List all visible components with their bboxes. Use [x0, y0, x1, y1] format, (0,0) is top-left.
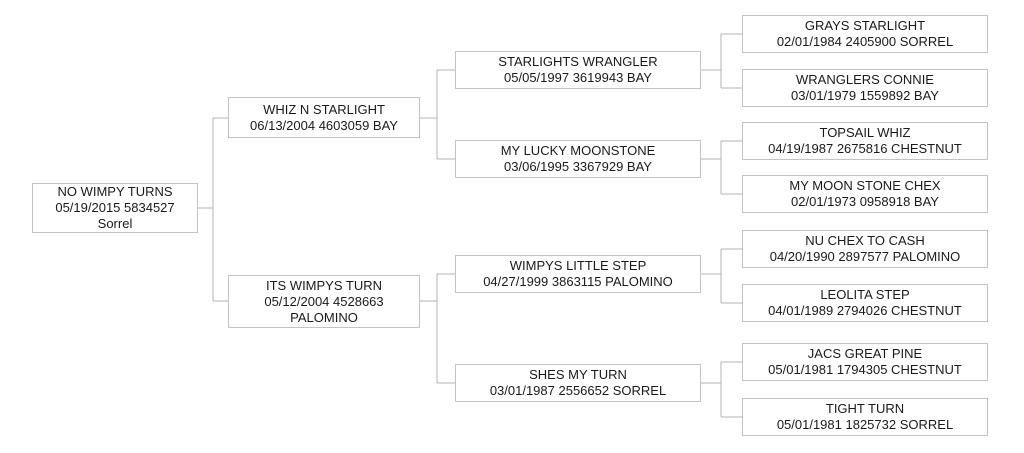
connector-ds-to-greats — [701, 248, 742, 304]
horse-name: ITS WIMPYS TURN — [265, 277, 383, 293]
pedigree-node-dam-dam-sire: JACS GREAT PINE 05/01/1981 1794305 CHEST… — [742, 343, 988, 381]
horse-color: Sorrel — [97, 216, 133, 231]
pedigree-node-sire: WHIZ N STARLIGHT 06/13/2004 4603059 BAY — [228, 97, 420, 138]
connector-sd-to-greats — [701, 140, 742, 195]
horse-name: WHIZ N STARLIGHT — [263, 101, 385, 117]
horse-details: 03/06/1995 3367929 BAY — [504, 159, 652, 174]
horse-details: 05/01/1981 1825732 SORREL — [776, 417, 954, 432]
pedigree-node-dam: ITS WIMPYS TURN 05/12/2004 4528663 PALOM… — [228, 275, 420, 328]
horse-name: WRANGLERS CONNIE — [796, 72, 934, 87]
pedigree-node-sire-sire-sire: GRAYS STARLIGHT 02/01/1984 2405900 SORRE… — [742, 15, 988, 53]
horse-name: MY LUCKY MOONSTONE — [500, 143, 656, 158]
horse-name: GRAYS STARLIGHT — [804, 18, 926, 33]
horse-name: NO WIMPY TURNS — [57, 184, 173, 199]
horse-details: 04/27/1999 3863115 PALOMINO — [483, 274, 673, 289]
pedigree-node-dam-sire: WIMPYS LITTLE STEP 04/27/1999 3863115 PA… — [455, 255, 701, 293]
horse-details: 03/01/1979 1559892 BAY — [791, 88, 939, 103]
pedigree-node-dam-dam-dam: TIGHT TURN 05/01/1981 1825732 SORREL — [742, 398, 988, 436]
horse-name: TOPSAIL WHIZ — [819, 125, 911, 140]
pedigree-node-dam-sire-sire: NU CHEX TO CASH 04/20/1990 2897577 PALOM… — [742, 230, 988, 268]
horse-details: 05/19/2015 5834527 — [55, 200, 175, 215]
pedigree-node-sire-dam-dam: MY MOON STONE CHEX 02/01/1973 0958918 BA… — [742, 175, 988, 213]
horse-details: 05/05/1997 3619943 BAY — [504, 70, 652, 85]
horse-name: LEOLITA STEP — [820, 287, 910, 302]
horse-details: 04/20/1990 2897577 PALOMINO — [769, 249, 961, 264]
horse-details: 02/01/1973 0958918 BAY — [791, 194, 939, 209]
horse-details: 05/01/1981 1794305 CHESTNUT — [768, 362, 962, 377]
horse-name: WIMPYS LITTLE STEP — [509, 258, 647, 273]
horse-details: 06/13/2004 4603059 BAY — [250, 117, 398, 133]
pedigree-node-sire-dam: MY LUCKY MOONSTONE 03/06/1995 3367929 BA… — [455, 140, 701, 178]
horse-details: 03/01/1987 2556652 SORREL — [489, 383, 667, 398]
horse-details: 02/01/1984 2405900 SORREL — [776, 34, 954, 49]
pedigree-node-sire-sire-dam: WRANGLERS CONNIE 03/01/1979 1559892 BAY — [742, 69, 988, 107]
horse-name: JACS GREAT PINE — [807, 346, 923, 361]
connector-dd-to-greats — [701, 361, 742, 418]
pedigree-node-sire-dam-sire: TOPSAIL WHIZ 04/19/1987 2675816 CHESTNUT — [742, 122, 988, 160]
pedigree-node-dam-dam: SHES MY TURN 03/01/1987 2556652 SORREL — [455, 364, 701, 402]
horse-name: NU CHEX TO CASH — [805, 233, 925, 248]
horse-name: TIGHT TURN — [825, 401, 905, 416]
pedigree-node-dam-sire-dam: LEOLITA STEP 04/01/1989 2794026 CHESTNUT — [742, 284, 988, 322]
horse-details: 04/19/1987 2675816 CHESTNUT — [768, 141, 962, 156]
horse-color: PALOMINO — [290, 309, 358, 325]
connector-dam-to-grandparents — [420, 273, 455, 384]
pedigree-node-sire-sire: STARLIGHTS WRANGLER 05/05/1997 3619943 B… — [455, 51, 701, 89]
pedigree-node-subject: NO WIMPY TURNS 05/19/2015 5834527 Sorrel — [32, 183, 198, 233]
connector-root-to-parents — [198, 117, 228, 302]
connector-ss-to-greats — [701, 33, 742, 89]
connector-sire-to-grandparents — [420, 69, 455, 160]
horse-name: SHES MY TURN — [529, 367, 627, 382]
horse-details: 05/12/2004 4528663 — [264, 293, 384, 309]
horse-name: STARLIGHTS WRANGLER — [498, 54, 658, 69]
horse-name: MY MOON STONE CHEX — [789, 178, 941, 193]
horse-details: 04/01/1989 2794026 CHESTNUT — [768, 303, 962, 318]
